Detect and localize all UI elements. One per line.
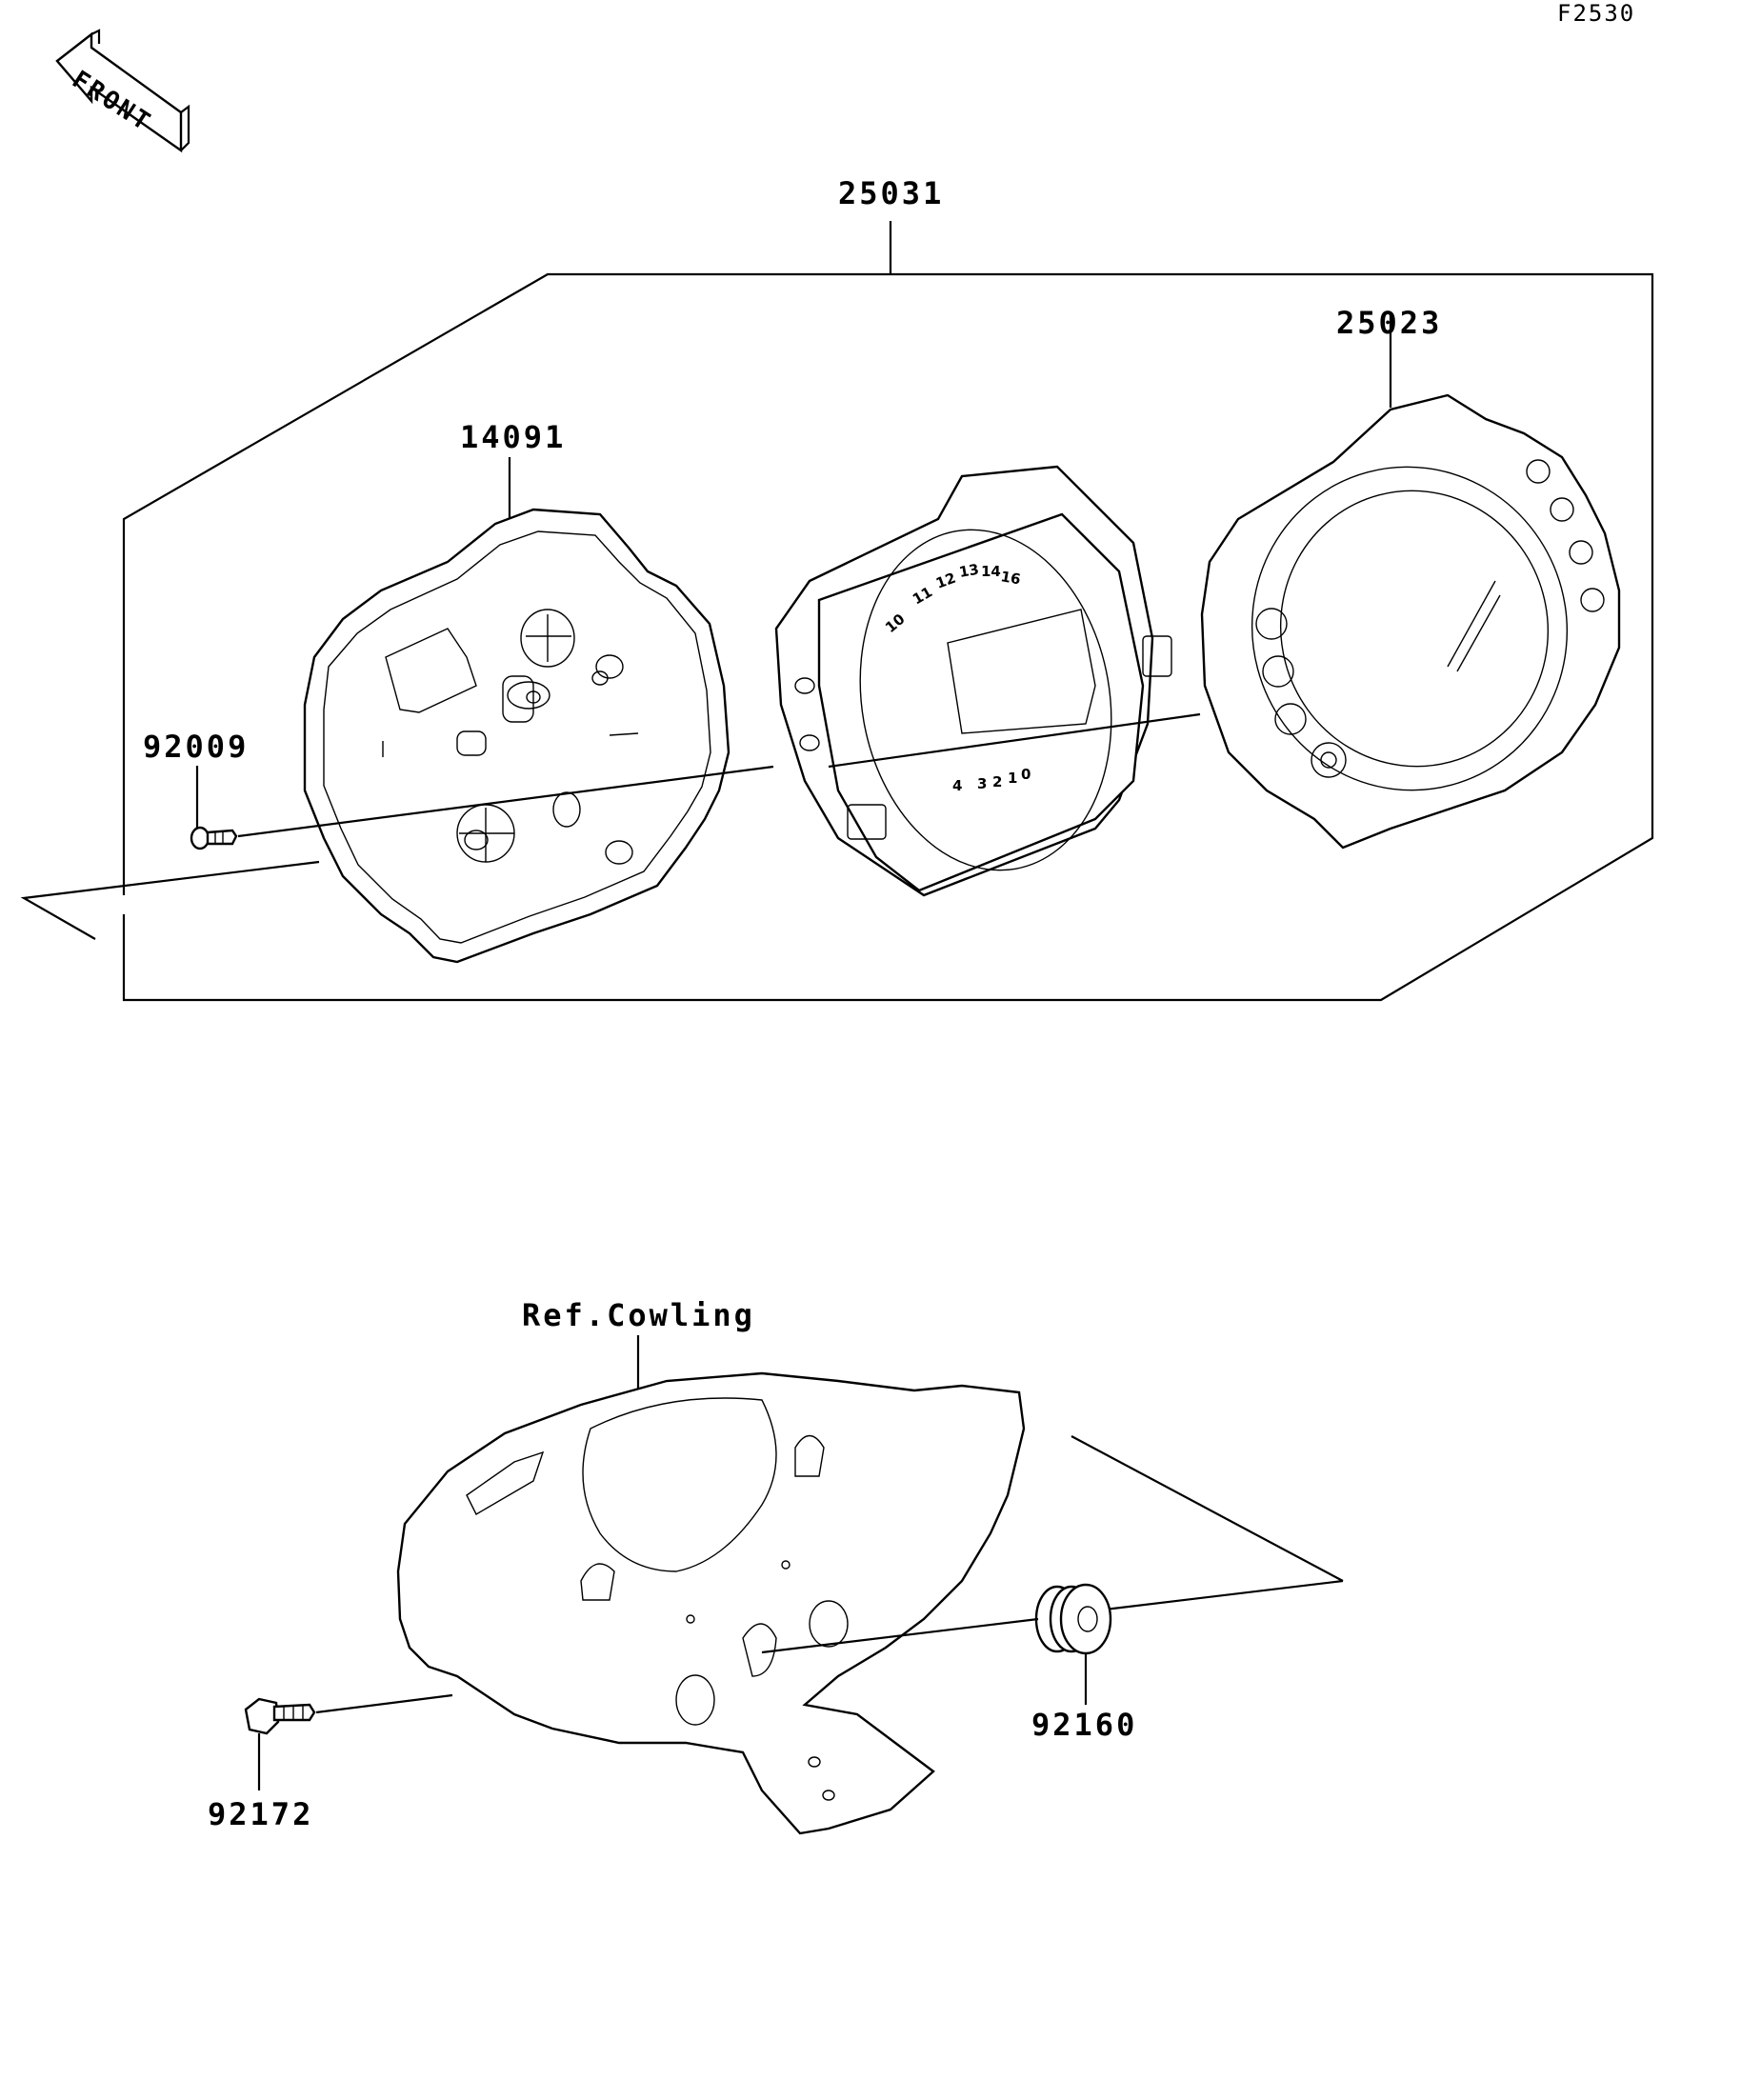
svg-text:16: 16 bbox=[999, 568, 1022, 588]
screw: 92009 bbox=[143, 729, 774, 850]
grommet: 92160 bbox=[761, 1583, 1137, 1743]
svg-text:3: 3 bbox=[977, 775, 987, 792]
meter-unit: 10 11 12 13 14 16 0 1 2 3 4 bbox=[774, 465, 1201, 897]
svg-text:14: 14 bbox=[981, 563, 1001, 580]
bolt: 92172 bbox=[208, 1693, 453, 1832]
svg-text:4: 4 bbox=[952, 777, 962, 794]
label-bolt: 92172 bbox=[208, 1796, 313, 1832]
label-housing: 14091 bbox=[460, 419, 566, 455]
cowling: Ref.Cowling bbox=[396, 1297, 1344, 1835]
front-arrow-icon: FRONT bbox=[55, 29, 190, 153]
svg-text:0: 0 bbox=[1021, 766, 1031, 783]
label-cowling-ref: Ref.Cowling bbox=[522, 1297, 755, 1333]
svg-text:13: 13 bbox=[958, 561, 981, 581]
figure-code: F2530 bbox=[1557, 0, 1635, 27]
svg-text:2: 2 bbox=[992, 773, 1002, 790]
label-cover: 25023 bbox=[1336, 305, 1442, 341]
dial-bottom-numbers: 0 1 2 3 4 bbox=[952, 766, 1031, 794]
label-assembly: 25031 bbox=[838, 175, 944, 211]
meter-housing: 14091 bbox=[303, 419, 730, 964]
label-grommet: 92160 bbox=[1031, 1707, 1137, 1743]
label-screw: 92009 bbox=[143, 729, 249, 765]
assembly-group: 25031 bbox=[20, 175, 1654, 1002]
meter-cover: 25023 bbox=[1200, 305, 1621, 850]
svg-text:1: 1 bbox=[1008, 770, 1017, 787]
